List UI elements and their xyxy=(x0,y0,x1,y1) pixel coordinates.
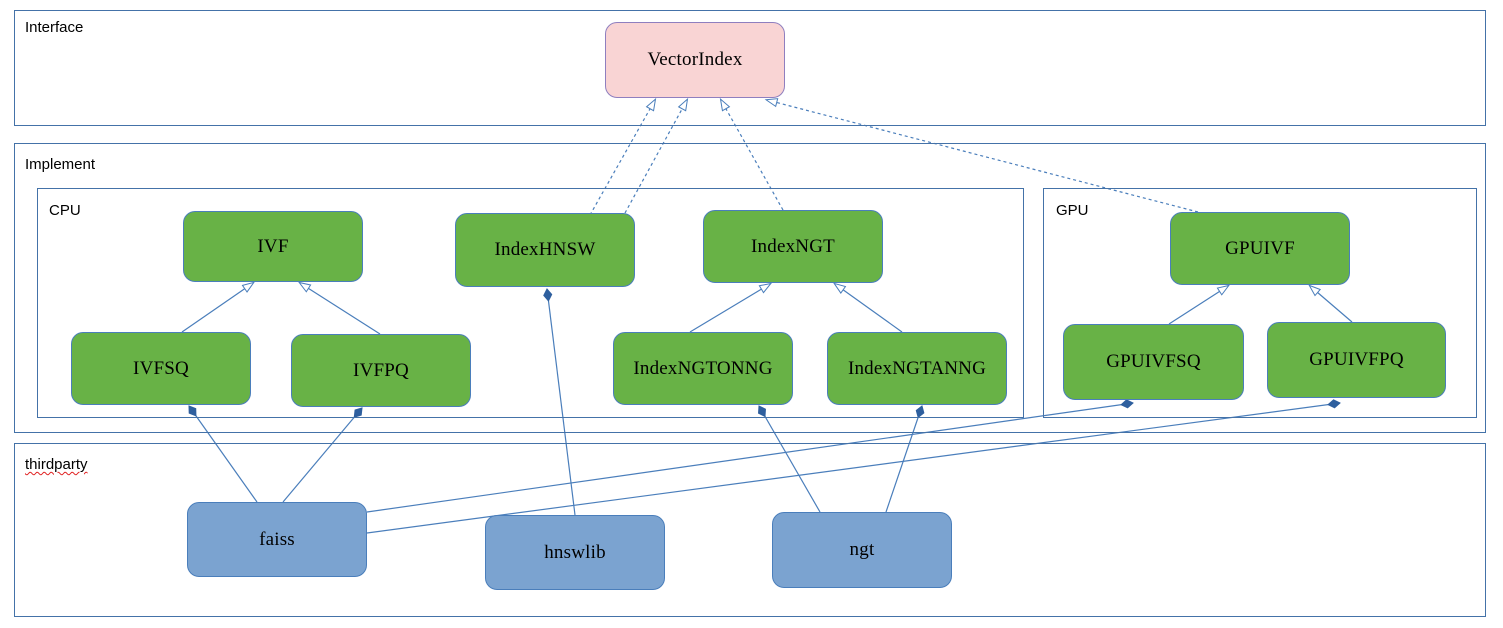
node-hnswlib[interactable]: hnswlib xyxy=(485,515,665,590)
node-label: IndexNGTANNG xyxy=(847,357,987,379)
node-label: hnswlib xyxy=(544,541,606,563)
node-label: IndexNGT xyxy=(751,235,835,257)
group-label-implement: Implement xyxy=(25,156,96,173)
node-label: IndexNGTONNG xyxy=(633,357,773,379)
node-label: GPUIVF xyxy=(1225,237,1295,259)
node-ivfpq[interactable]: IVFPQ xyxy=(291,334,471,407)
node-label: ngt xyxy=(849,539,875,560)
node-vectorindex[interactable]: VectorIndex xyxy=(605,22,785,98)
node-indexhnsw[interactable]: IndexHNSW xyxy=(455,213,635,287)
node-label: VectorIndex xyxy=(647,49,743,70)
node-label: IVFSQ xyxy=(133,357,189,379)
group-thirdparty xyxy=(14,443,1486,617)
group-label-interface: Interface xyxy=(25,19,84,36)
group-label-cpu: CPU xyxy=(49,202,81,219)
group-implement xyxy=(14,143,1486,433)
node-label: GPUIVFPQ xyxy=(1309,349,1404,370)
node-ivfsq[interactable]: IVFSQ xyxy=(71,332,251,405)
node-label: IVF xyxy=(257,235,289,257)
node-faiss[interactable]: faiss xyxy=(187,502,367,577)
node-label: faiss xyxy=(259,528,295,550)
node-indexngtanng[interactable]: IndexNGTANNG xyxy=(827,332,1007,405)
group-label-gpu: GPU xyxy=(1056,202,1089,219)
node-gpuivf[interactable]: GPUIVF xyxy=(1170,212,1350,285)
node-ngt[interactable]: ngt xyxy=(772,512,952,588)
node-label: IndexHNSW xyxy=(494,239,596,260)
group-label-thirdparty: thirdparty xyxy=(25,456,88,473)
group-gpu xyxy=(1043,188,1477,418)
node-label: GPUIVFSQ xyxy=(1106,351,1201,372)
node-gpuivfsq[interactable]: GPUIVFSQ xyxy=(1063,324,1244,400)
node-label: IVFPQ xyxy=(353,359,409,381)
node-indexngt[interactable]: IndexNGT xyxy=(703,210,883,283)
node-indexngtonng[interactable]: IndexNGTONNG xyxy=(613,332,793,405)
group-cpu xyxy=(37,188,1024,418)
group-interface xyxy=(14,10,1486,126)
node-gpuivfpq[interactable]: GPUIVFPQ xyxy=(1267,322,1446,398)
node-ivf[interactable]: IVF xyxy=(183,211,363,282)
